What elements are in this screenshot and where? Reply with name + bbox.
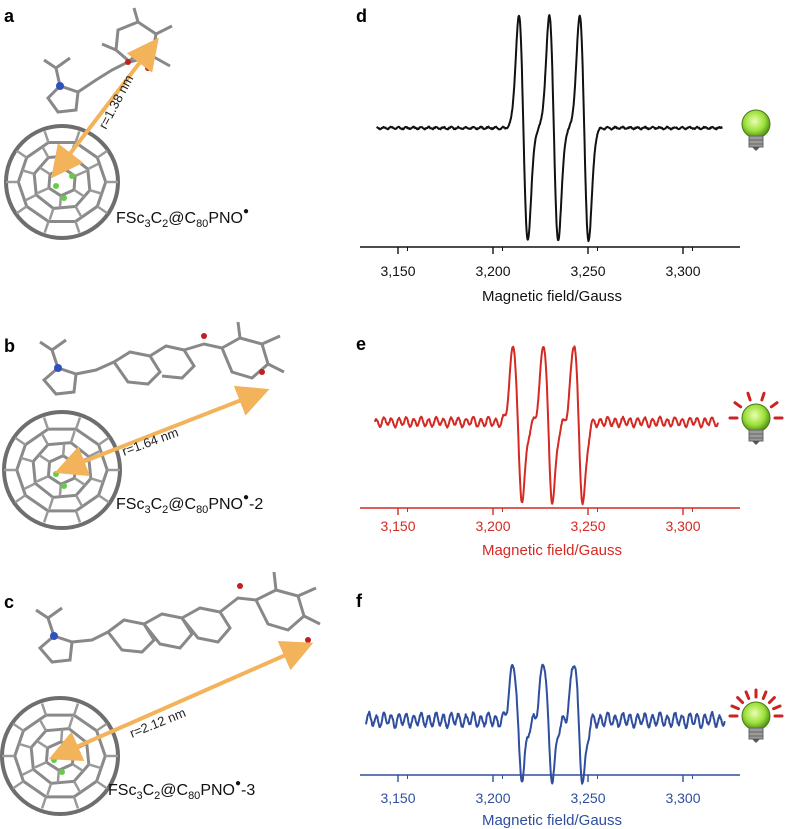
nitrogen-atom-c (50, 632, 58, 640)
bulb-tip (752, 441, 760, 445)
bulb-base (748, 135, 764, 148)
bulb-glass (741, 701, 771, 731)
distance-arrow-c (48, 641, 314, 761)
light-ray (736, 696, 745, 705)
x-tick-label-f: 3,250 (570, 790, 605, 806)
light-ray (767, 696, 776, 705)
x-axis-title-f: Magnetic field/Gauss (482, 812, 622, 829)
x-tick-label-f: 3,150 (380, 790, 415, 806)
x-tick-label-d: 3,250 (570, 263, 605, 279)
x-axis-title-e: Magnetic field/Gauss (482, 542, 622, 559)
light-ray (760, 391, 766, 402)
nitrogen-atom-b (54, 364, 62, 372)
x-tick-label-d: 3,200 (475, 263, 510, 279)
panel-letter-b: b (4, 336, 15, 356)
x-tick-label-e: 3,150 (380, 518, 415, 534)
light-ray (761, 690, 768, 700)
nitrogen-atom-a (56, 82, 64, 90)
oxygen-atom-c (237, 583, 243, 589)
spectrum-line-d (376, 14, 723, 243)
lightbulb-icon (728, 391, 784, 445)
panel-letter-c: c (4, 592, 14, 612)
panel-letter-e: e (356, 334, 366, 354)
light-ray (730, 704, 740, 711)
linker-chain-b (39, 321, 285, 396)
spectrum-line-e (374, 345, 719, 506)
fullerene-cage (4, 124, 120, 240)
lightbulb-icon (741, 109, 771, 151)
x-tick-label-e: 3,250 (570, 518, 605, 534)
molecule-c (0, 571, 321, 816)
oxygen-atom-b2 (259, 369, 265, 375)
oxygen-atom-a (145, 65, 151, 71)
pyrrolidine-ring-a (43, 42, 151, 114)
nitroxide-group-a (101, 7, 173, 68)
spectrum-line-f (365, 663, 726, 785)
panel-letter-f: f (356, 591, 363, 611)
bulb-tip (752, 147, 760, 151)
oxygen-atom-c2 (305, 637, 311, 643)
light-ray (733, 401, 743, 409)
x-axis-title-d: Magnetic field/Gauss (482, 288, 622, 305)
bulb-base (748, 429, 764, 442)
panel-letter-d: d (356, 6, 367, 26)
panel-letter-a: a (4, 6, 15, 26)
formula-b: FSc3C2@C80PNO●-2 (116, 492, 263, 516)
x-tick-label-f: 3,200 (475, 790, 510, 806)
bulb-base (748, 727, 764, 740)
light-ray (746, 391, 752, 402)
distance-arrow-b (54, 385, 270, 477)
molecule-a (4, 7, 173, 240)
distance-label-a: r=1.38 nm (95, 72, 136, 131)
panel-c: c r=2.12 nm FSc3C2@C80PNO●-3 (0, 571, 321, 816)
x-tick-label-e: 3,200 (475, 518, 510, 534)
formula-a: FSc3C2@C80PNO● (116, 206, 249, 230)
formula-c: FSc3C2@C80PNO●-3 (108, 778, 255, 802)
x-tick-label-e: 3,300 (665, 518, 700, 534)
x-tick-label-f: 3,300 (665, 790, 700, 806)
lightbulb-icon (728, 688, 784, 743)
light-ray (744, 690, 751, 700)
bulb-glass (741, 109, 771, 139)
bulb-tip (752, 739, 760, 743)
x-tick-label-d: 3,150 (380, 263, 415, 279)
x-tick-label-d: 3,300 (665, 263, 700, 279)
oxygen-atom-b (201, 333, 207, 339)
oxygen-atom-a2 (125, 59, 131, 65)
light-ray (772, 704, 782, 711)
light-ray (769, 401, 779, 409)
distance-label-b: r=1.64 nm (120, 425, 180, 459)
linker-chain-c (35, 571, 321, 664)
distance-arrow-a (51, 37, 159, 179)
panel-b: b r=1.64 nm FSc3C2@C80PNO●-2 (2, 321, 285, 530)
bulb-glass (741, 403, 771, 433)
panel-a: a r=1.38 nm FSc3C2@C80PNO● (4, 6, 249, 240)
